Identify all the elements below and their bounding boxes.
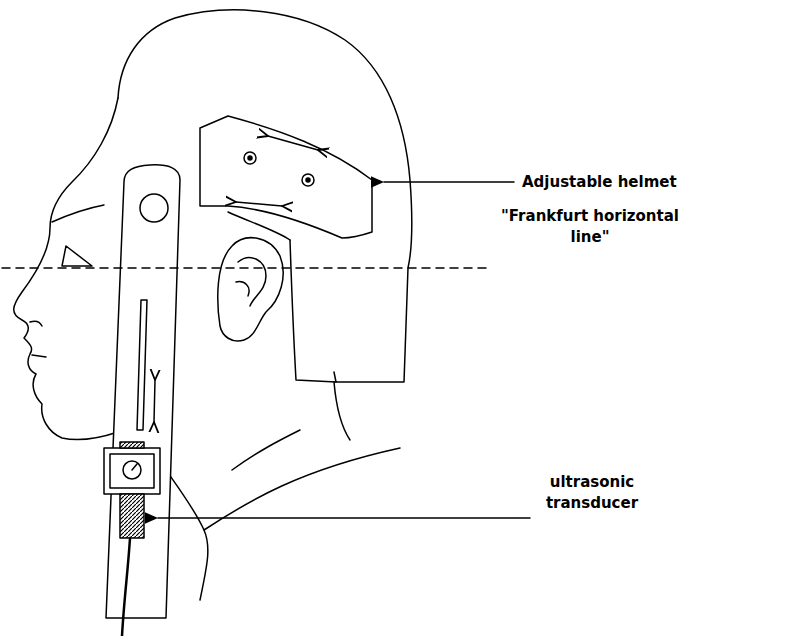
frankfurt-label: "Frankfurt horizontal line" — [500, 206, 680, 248]
vertical-bar — [106, 165, 180, 618]
bar-slot — [137, 300, 147, 430]
transducer-knob-mark — [132, 464, 137, 470]
face-profile — [14, 98, 118, 440]
adjust-screw — [302, 174, 314, 186]
nostril — [30, 321, 42, 326]
transducer-mount — [110, 454, 154, 488]
transducer-knob — [123, 461, 141, 479]
transducer-body — [120, 494, 144, 538]
helmet-label: Adjustable helmet — [522, 172, 782, 193]
transducer-top-knurl — [120, 442, 144, 448]
frankfurt-line — [2, 267, 492, 269]
ear — [218, 238, 283, 341]
neck-back — [334, 382, 350, 440]
eye — [62, 246, 92, 266]
shoulder — [200, 448, 400, 600]
transducer-label: ultrasonic transducer — [532, 472, 652, 514]
transducer-leader — [158, 517, 530, 519]
adjust-screw — [244, 152, 256, 164]
mouth — [32, 355, 46, 357]
helmet-earflap — [290, 240, 336, 382]
brow — [52, 205, 104, 222]
transducer-housing — [104, 448, 160, 494]
slide-arrow — [154, 380, 155, 422]
adjustable-band — [200, 116, 372, 238]
bar-pivot — [140, 194, 168, 222]
adjust-screw-core — [248, 156, 252, 160]
ear-inner — [236, 258, 266, 306]
shoulder-line — [232, 430, 300, 470]
adjust-arrow — [236, 202, 282, 206]
adjust-arrow — [268, 136, 318, 150]
helmet-leader — [384, 181, 514, 183]
adjust-screw-core — [306, 178, 310, 182]
neck-front — [166, 470, 204, 530]
transducer-cable — [122, 538, 130, 636]
